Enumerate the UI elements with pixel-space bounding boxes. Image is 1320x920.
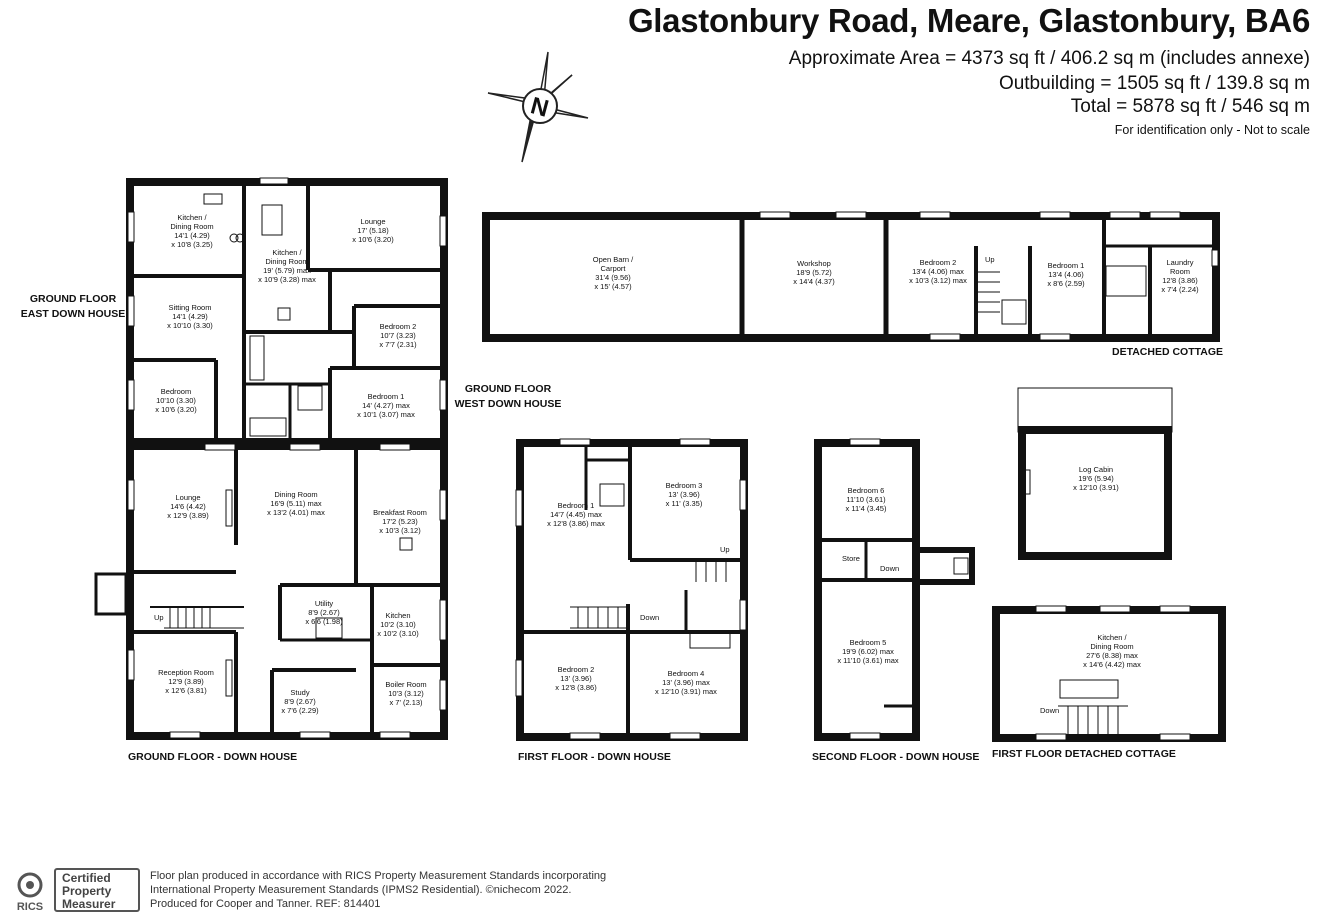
- badge-line: Property: [62, 884, 112, 898]
- footer-line: Produced for Cooper and Tanner. REF: 814…: [150, 898, 381, 910]
- floor-label: GROUND FLOOR: [30, 293, 117, 305]
- footer-line: Floor plan produced in accordance with R…: [150, 870, 607, 882]
- second-floor-down-house-plan: [814, 438, 975, 741]
- badge-line: Measurer: [62, 897, 116, 911]
- stairs-up-label: Up: [720, 545, 730, 554]
- floor-label: GROUND FLOOR - DOWN HOUSE: [128, 751, 297, 763]
- stairs-down-label: Down: [640, 613, 659, 622]
- floor-label: WEST DOWN HOUSE: [455, 398, 562, 410]
- floor-label: EAST DOWN HOUSE: [21, 308, 125, 320]
- detached-cottage-plan: [482, 211, 1220, 342]
- page-title: Glastonbury Road, Meare, Glastonbury, BA…: [627, 2, 1310, 39]
- footer-line: International Property Measurement Stand…: [150, 884, 572, 896]
- stairs-up-label: Up: [985, 255, 995, 264]
- floor-label: FIRST FLOOR - DOWN HOUSE: [518, 751, 671, 763]
- floor-label: FIRST FLOOR DETACHED COTTAGE: [992, 748, 1176, 760]
- log-cabin-plan: [1017, 387, 1173, 560]
- first-floor-detached-cottage-plan: [992, 605, 1226, 742]
- stairs-down-label: Down: [880, 564, 899, 573]
- approximate-area-text: Approximate Area = 4373 sq ft / 406.2 sq…: [788, 48, 1310, 69]
- stairs-up-label: Up: [154, 613, 164, 622]
- total-area-text: Total = 5878 sq ft / 546 sq m: [1070, 96, 1310, 117]
- north-arrow-compass-icon: N: [487, 51, 589, 163]
- rics-logo-icon: RICS: [17, 872, 43, 913]
- store-label: Store: [842, 554, 860, 563]
- outbuilding-area-text: Outbuilding = 1505 sq ft / 139.8 sq m: [998, 73, 1310, 94]
- ground-floor-down-house-plan: [94, 177, 448, 740]
- floor-label: GROUND FLOOR: [465, 383, 552, 395]
- stairs-down-label: Down: [1040, 706, 1059, 715]
- badge-line: Certified: [62, 871, 111, 885]
- floor-label: DETACHED COTTAGE: [1112, 346, 1223, 358]
- floor-labels: GROUND FLOOR EAST DOWN HOUSE GROUND FLOO…: [21, 293, 1223, 763]
- certified-property-measurer-badge: Certified Property Measurer: [54, 868, 140, 912]
- rics-text: RICS: [17, 901, 43, 913]
- first-floor-down-house-plan: [515, 438, 748, 741]
- floor-label: SECOND FLOOR - DOWN HOUSE: [812, 751, 979, 763]
- identification-note: For identification only - Not to scale: [1114, 123, 1310, 137]
- compass-letter: N: [528, 92, 552, 123]
